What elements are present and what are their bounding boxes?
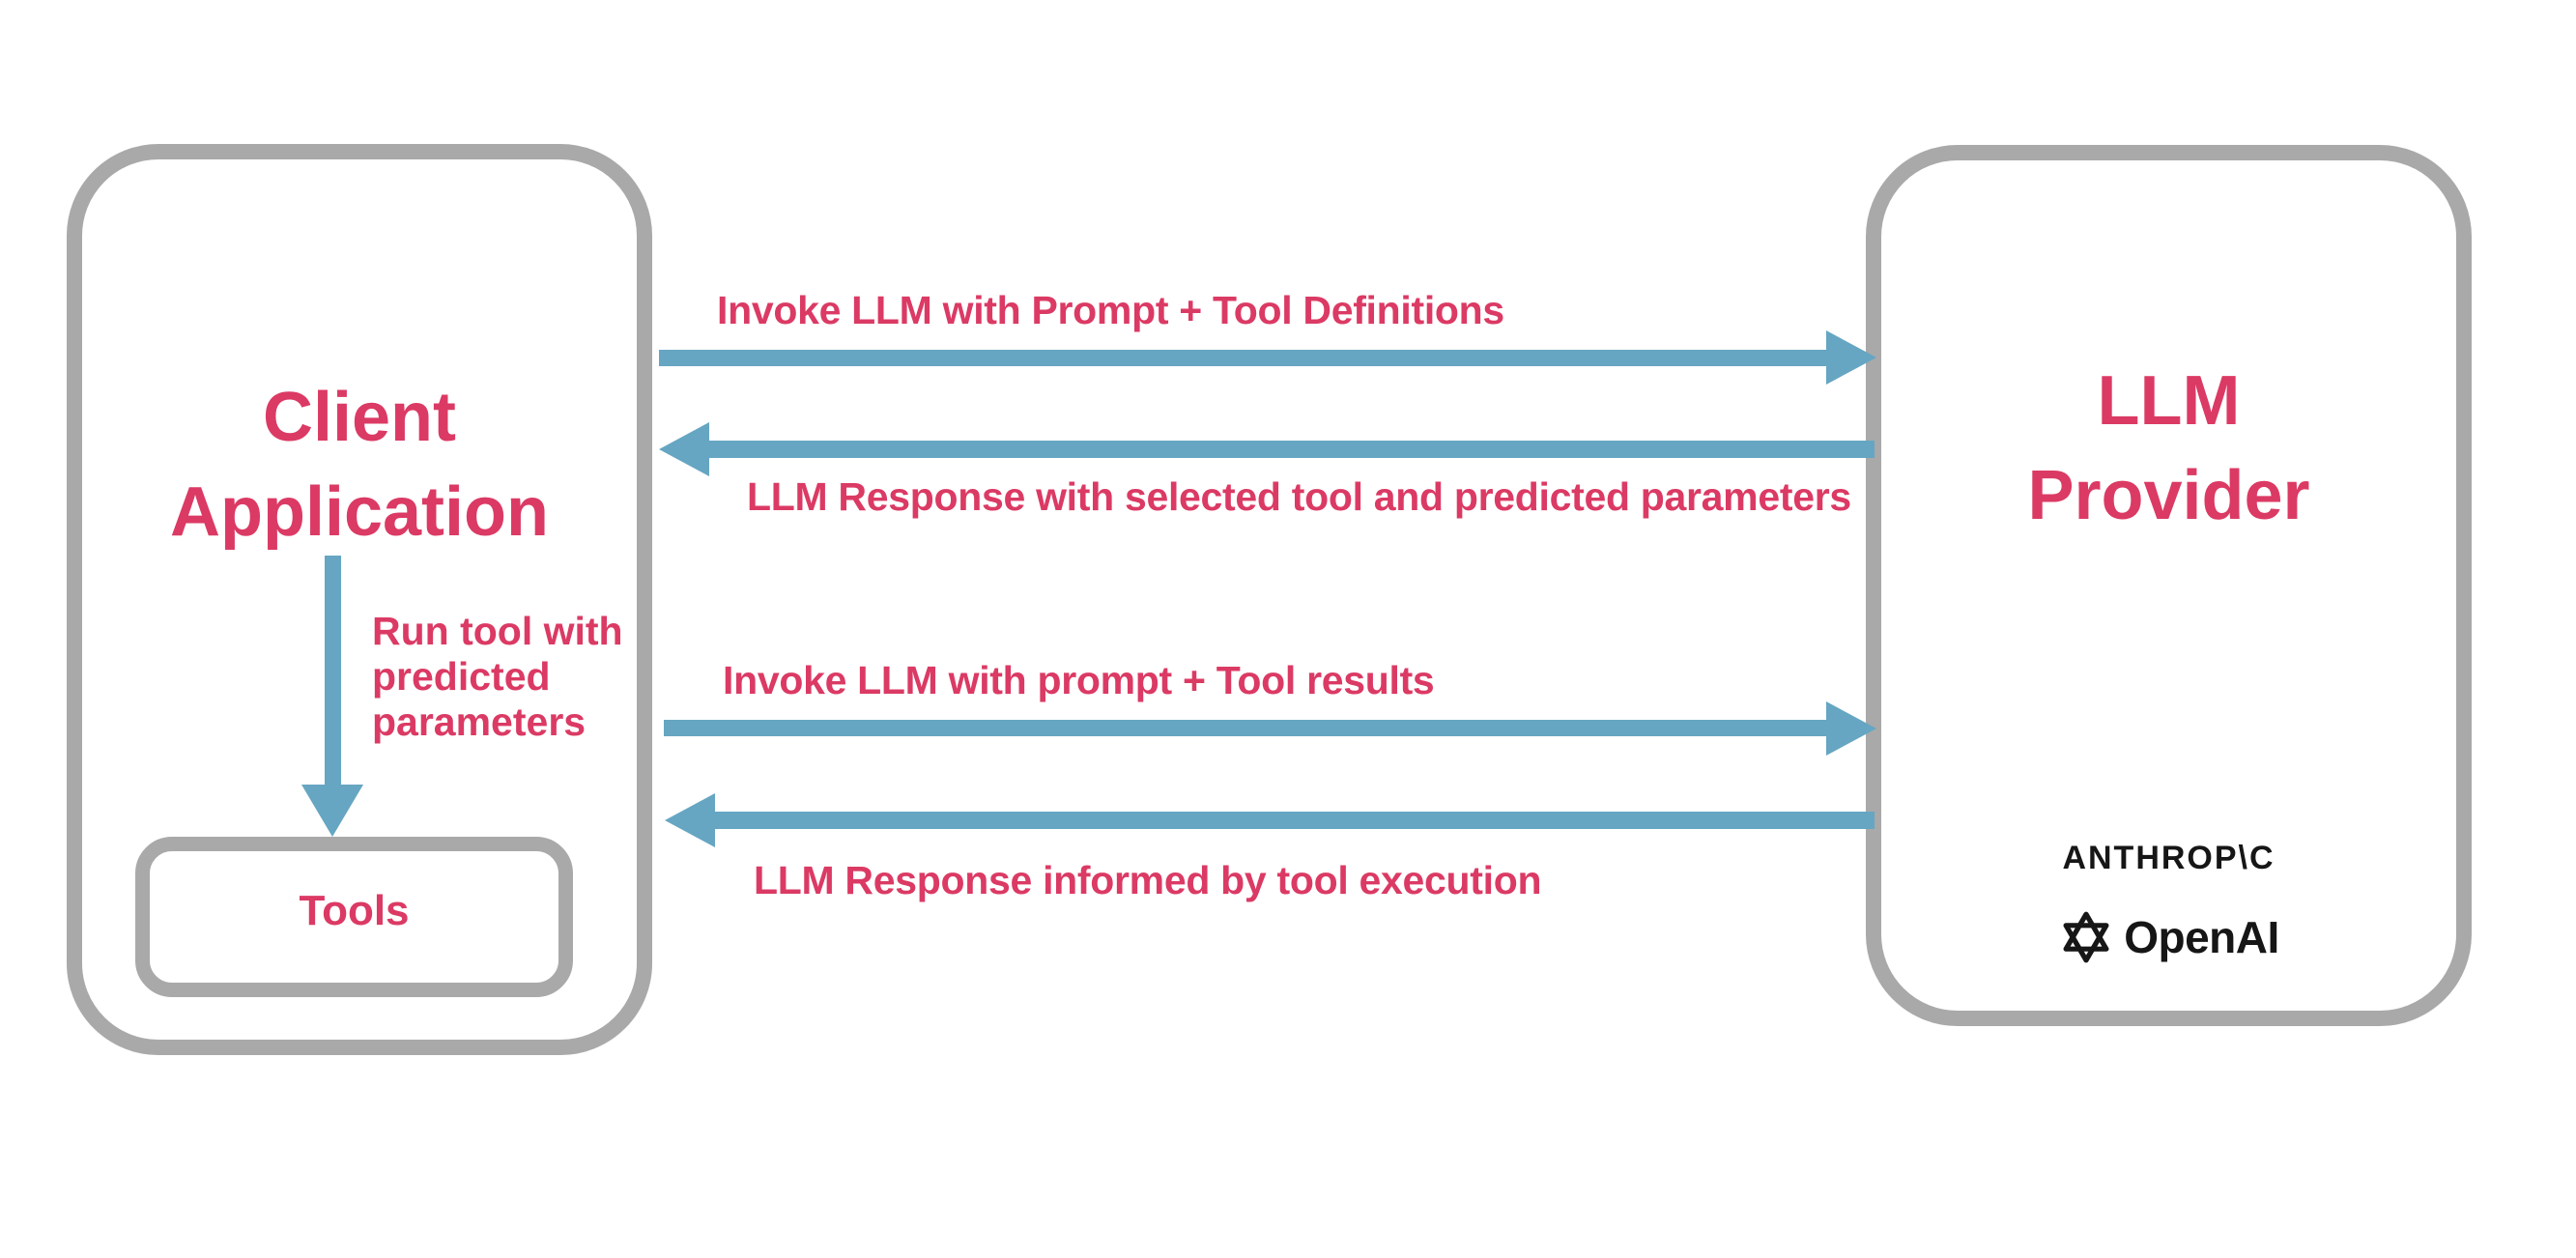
arrowhead-right-icon: [1826, 330, 1876, 385]
arrowhead-left-icon: [659, 422, 709, 476]
arrow-shaft-left-1: [707, 441, 1875, 458]
arrow-shaft-left-2: [713, 812, 1875, 829]
arrowhead-right-icon: [1826, 701, 1876, 756]
tools-label: Tools: [299, 887, 410, 934]
openai-knot-icon: [2063, 911, 2109, 963]
arrow-shaft-right-2: [664, 720, 1826, 736]
openai-logo: OpenAI: [1866, 908, 2472, 966]
arrow-label-invoke-prompt-tool-results: Invoke LLM with prompt + Tool results: [723, 658, 1435, 702]
arrow-label-response-selected-tool: LLM Response with selected tool and pred…: [747, 474, 1851, 519]
anthropic-logo: ANTHROP\C: [2062, 840, 2275, 876]
arrow-label-invoke-prompt-tool-definitions: Invoke LLM with Prompt + Tool Definition…: [717, 288, 1504, 332]
llm-provider-title: LLM Provider: [2027, 362, 2310, 534]
arrowhead-down-icon: [301, 785, 363, 837]
arrow-label-response-tool-execution: LLM Response informed by tool execution: [754, 858, 1542, 902]
arrow-shaft-down: [325, 556, 341, 785]
arrow-shaft-right-1: [659, 350, 1826, 366]
arrowhead-left-icon: [665, 793, 715, 847]
tools-box: [135, 837, 573, 997]
run-tool-label: Run tool with predicted parameters: [372, 609, 623, 744]
openai-wordmark: OpenAI: [2124, 912, 2279, 962]
client-application-title: Client Application: [170, 379, 549, 551]
llm-provider-box: [1866, 145, 2472, 1026]
